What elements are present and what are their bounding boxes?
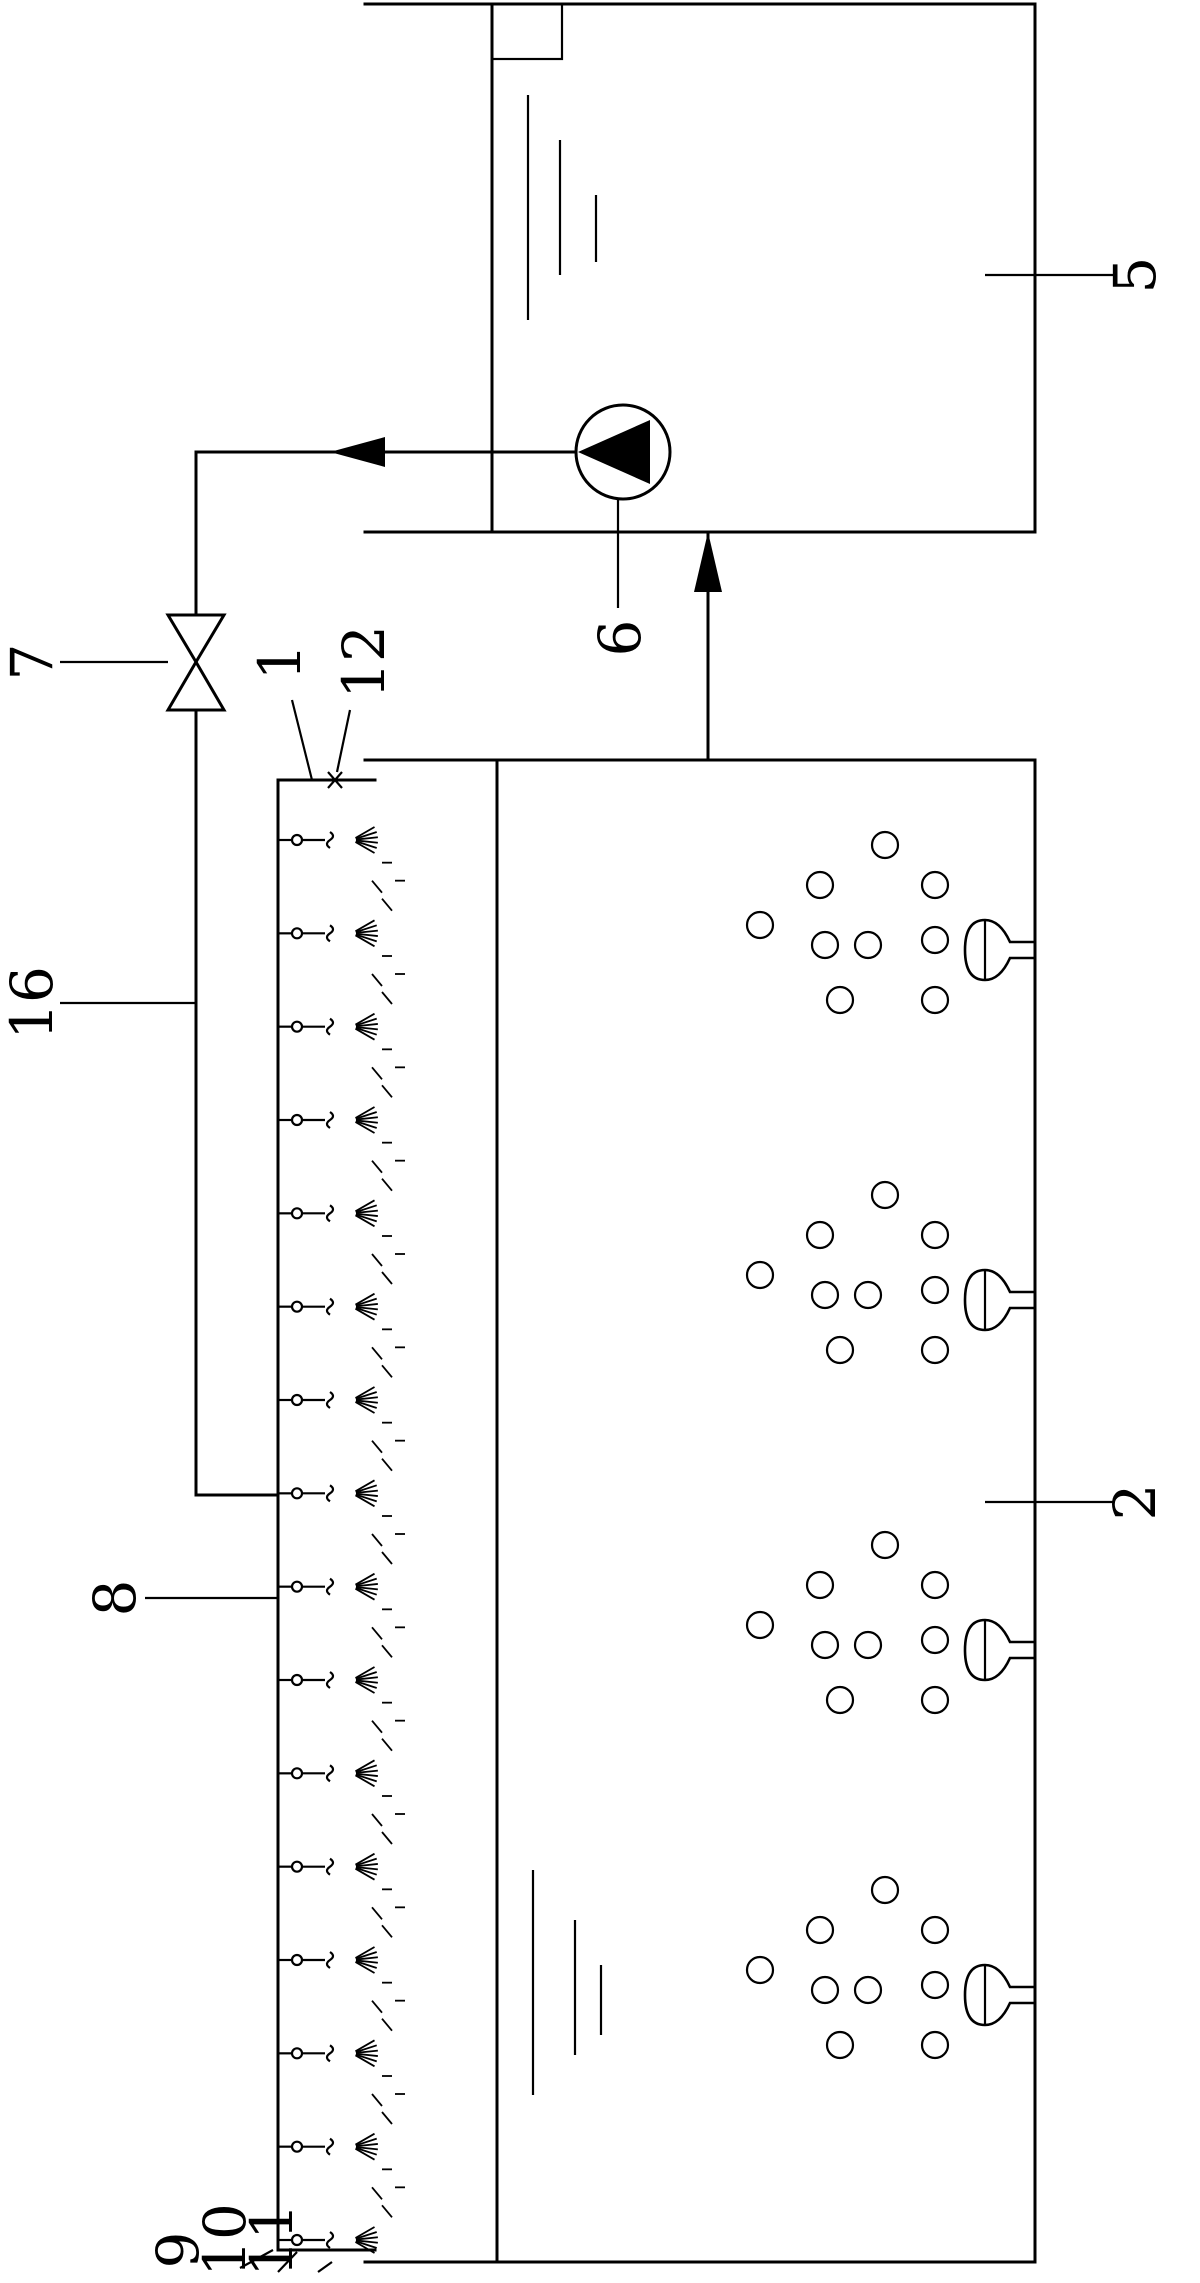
nozzle-icon [278, 1764, 335, 1783]
spray-fan [355, 1479, 378, 1508]
spray-droplets [371, 955, 405, 1005]
spray-fan [355, 1386, 378, 1414]
spray-droplets [371, 1235, 405, 1285]
return-pipe [694, 530, 722, 762]
spray-fan [355, 826, 378, 854]
spray-droplets [371, 1888, 405, 1938]
spray-fan [355, 2226, 378, 2254]
spray-droplets [371, 1328, 405, 1378]
spray-droplets [371, 1421, 405, 1472]
spray-manifold [276, 771, 377, 2252]
nozzle-icon [278, 1391, 335, 1409]
spray-droplets [371, 1608, 405, 1658]
aerator-icon [963, 1963, 1035, 2027]
nozzle-icon [278, 1017, 335, 1036]
spray-droplets [371, 2168, 405, 2218]
label-5: 5 [1101, 257, 1169, 294]
supply-pipe [194, 437, 578, 1497]
spray-fan [355, 919, 378, 948]
spray-droplets [371, 1141, 405, 1192]
reservoir-tank [363, 2, 1037, 534]
tank-water-level [531, 1870, 603, 2095]
nozzle-icon [278, 1857, 335, 1876]
label-8: 8 [81, 1580, 149, 1617]
label-1: 1 [246, 644, 314, 681]
label-9: 9 [144, 2232, 212, 2269]
nozzle-icon [278, 1297, 335, 1316]
spray-fan [355, 1666, 378, 1694]
label-10: 10 [191, 2203, 259, 2277]
nozzle-icon [278, 1671, 335, 1689]
spray-nozzle-row [278, 831, 335, 2249]
aerator-icon [963, 1618, 1035, 1682]
nozzle-icon [278, 1484, 335, 1503]
aerator-icon [963, 1268, 1035, 1332]
nozzle-icon [278, 2044, 335, 2063]
spray-fan [355, 1946, 378, 1974]
spray-droplets [371, 2075, 405, 2125]
spray-droplets [371, 1515, 405, 1565]
spray-fan [355, 2132, 378, 2161]
label-12: 12 [330, 625, 398, 699]
spray-droplets [371, 861, 405, 912]
leader-lines [60, 273, 1115, 2273]
spray-droplets [371, 1048, 405, 1098]
label-6: 6 [586, 620, 654, 657]
vent-valve-icon [327, 771, 343, 789]
spray-fan [355, 1199, 378, 1228]
spray-fan [355, 1012, 378, 1041]
nozzle-icon [278, 924, 335, 943]
aerator-icon [963, 918, 1035, 982]
return-arrow-icon [694, 532, 722, 592]
spray-fan [355, 1852, 378, 1881]
label-11: 11 [238, 2203, 306, 2277]
label-2: 2 [1101, 1484, 1169, 1521]
spray-droplets [371, 1701, 405, 1752]
valve-icon [165, 613, 227, 712]
aerator-group [745, 830, 1035, 2060]
culture-tank [363, 758, 1037, 2264]
spray-fan [355, 2039, 378, 2068]
spray-fan [355, 1106, 378, 1134]
nozzle-icon [278, 2231, 335, 2249]
reservoir-inlet-box [490, 2, 564, 61]
flow-arrow-icon [330, 437, 385, 467]
nozzle-icon [278, 1204, 335, 1223]
reservoir-water-level [526, 95, 598, 320]
nozzle-icon [278, 2137, 335, 2156]
air-bubbles [745, 1180, 950, 1365]
spray-fan [355, 1572, 378, 1601]
spray-pattern [355, 826, 405, 2254]
nozzle-icon [278, 1111, 335, 1129]
nozzle-icon [278, 1577, 335, 1596]
air-bubbles [745, 830, 950, 1015]
air-bubbles [745, 1875, 950, 2060]
labels: 5 6 7 1 12 16 8 2 9 10 11 [0, 257, 1169, 2277]
spray-fan [355, 1292, 378, 1321]
pump-icon [574, 403, 672, 501]
nozzle-icon [278, 1951, 335, 1969]
spray-fan [355, 1759, 378, 1788]
label-7: 7 [0, 644, 66, 681]
nozzle-icon [278, 831, 335, 849]
air-bubbles [745, 1530, 950, 1715]
label-16: 16 [0, 966, 66, 1040]
spray-droplets [371, 1795, 405, 1845]
spray-droplets [371, 1981, 405, 2032]
